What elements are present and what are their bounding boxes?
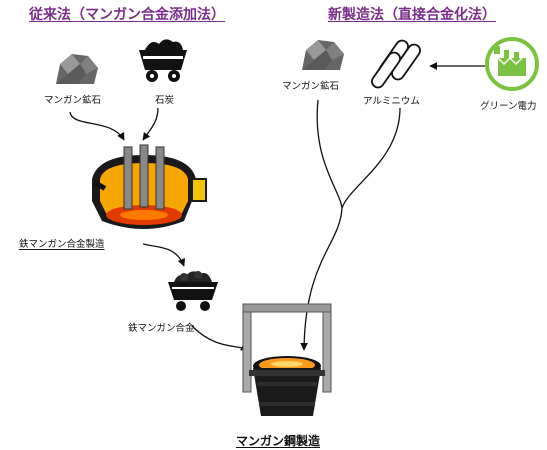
alloy-cart-icon [168, 271, 218, 311]
ladle-icon [242, 303, 332, 416]
arrow-merged-to-ladle [300, 207, 343, 351]
label-manganese-steel-production: マンガン鋼製造 [236, 434, 321, 448]
ore-rock-icon [302, 40, 344, 70]
line-ore-right [316, 99, 343, 209]
arrow-furnace-to-cart [142, 243, 186, 267]
heading-conventional-method: 従来法（マンガン合金添加法） [29, 7, 225, 23]
label-ferromanganese-production: 鉄マンガン合金製造 [19, 239, 105, 250]
arrow-ore-to-furnace [69, 111, 125, 141]
coal-cart-icon [139, 39, 187, 82]
label-manganese-ore-right: マンガン鉱石 [282, 81, 340, 92]
label-manganese-ore-left: マンガン鉱石 [44, 95, 102, 106]
arrow-coal-to-furnace [142, 107, 159, 141]
label-ferromanganese-alloy: 鉄マンガン合金 [128, 323, 195, 334]
ore-rock-icon [56, 54, 98, 84]
green-power-icon [485, 37, 539, 91]
aluminum-rolls-icon [371, 39, 421, 89]
label-aluminum: アルミニウム [363, 96, 420, 107]
line-aluminum [341, 107, 401, 209]
label-green-power: グリーン電力 [480, 101, 537, 112]
heading-new-method: 新製造法（直接合金化法） [328, 7, 496, 23]
furnace-icon [92, 144, 207, 229]
label-coal: 石炭 [155, 95, 175, 106]
